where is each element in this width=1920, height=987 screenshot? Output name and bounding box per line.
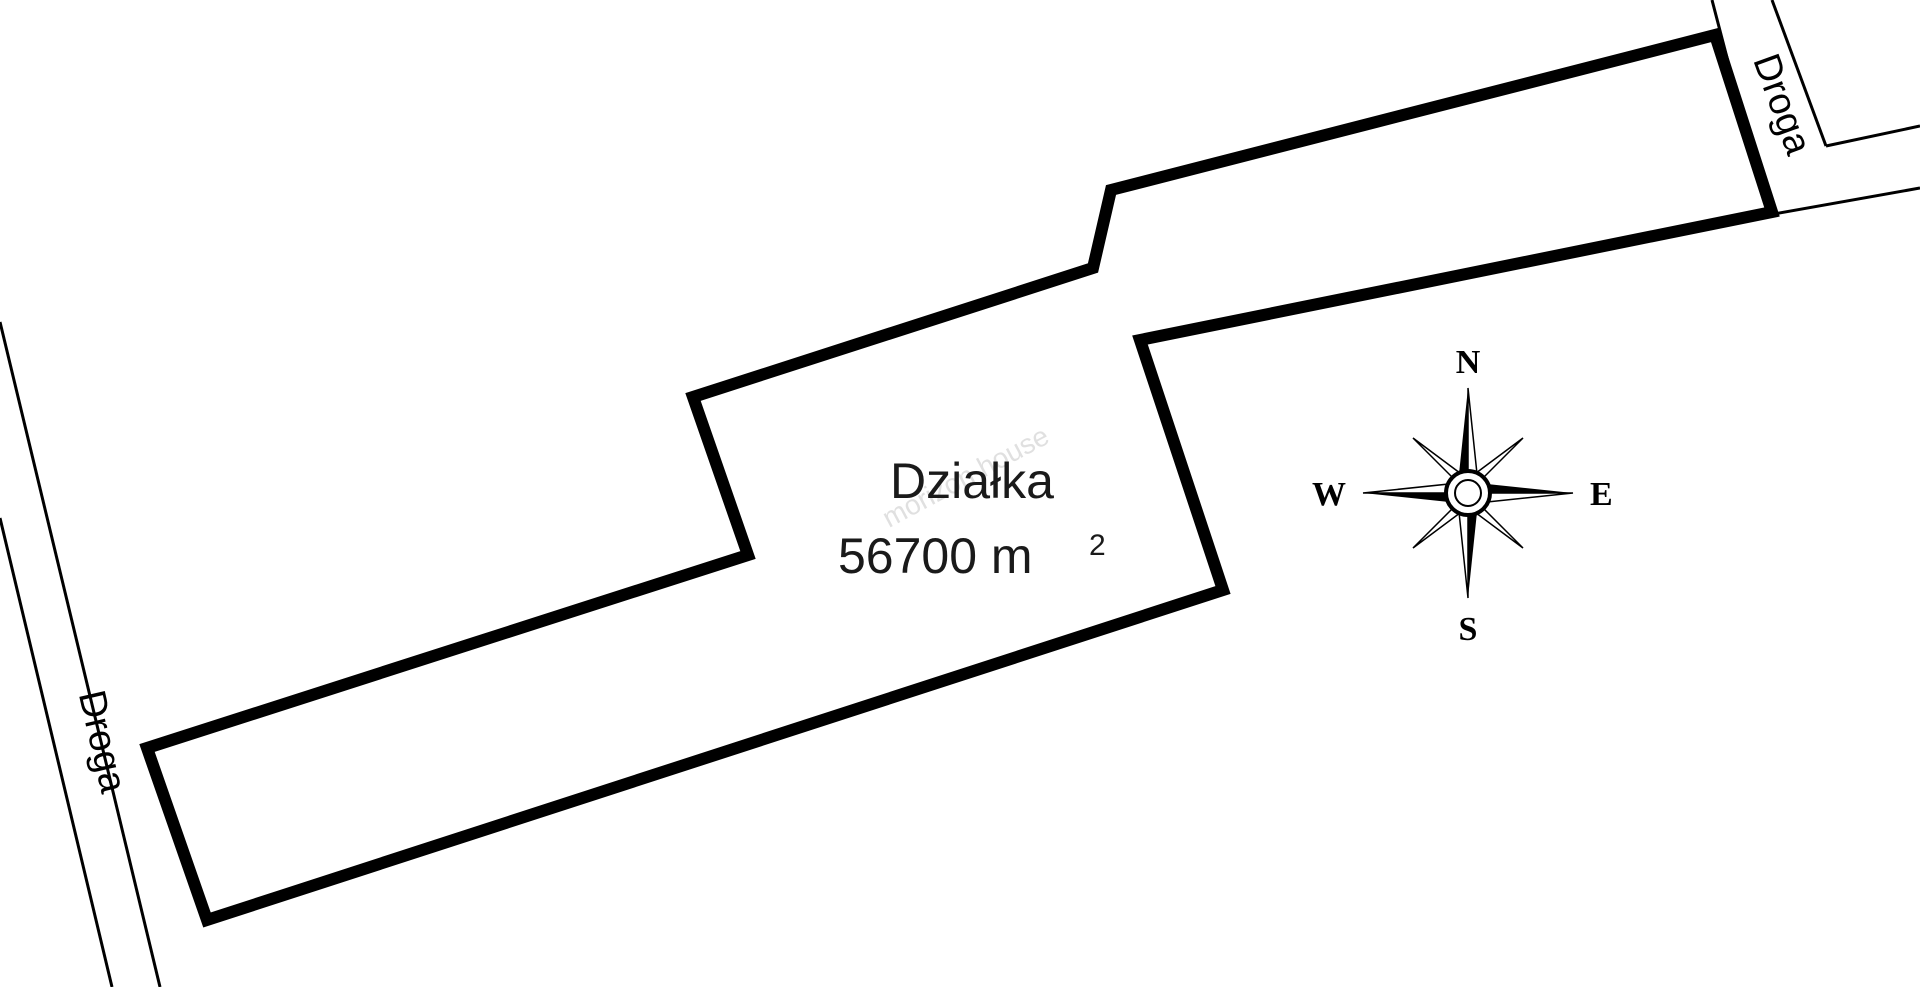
west-road bbox=[0, 321, 162, 987]
parcel-area-superscript: 2 bbox=[1089, 529, 1106, 562]
parcel-name-label: Działka bbox=[890, 453, 1054, 509]
compass-north-label: N bbox=[1456, 344, 1481, 381]
parcel-area-value: 56700 m bbox=[838, 528, 1033, 584]
compass-center-inner bbox=[1454, 479, 1482, 507]
ne-road-top-edge bbox=[1825, 124, 1920, 148]
compass-west-label: W bbox=[1312, 476, 1346, 513]
ne-road-edge-right bbox=[1770, 0, 1828, 147]
parcel-area-label: 56700 m 2 bbox=[838, 528, 1106, 584]
west-road-label: Droga bbox=[70, 686, 134, 797]
west-road-edge-inner bbox=[0, 517, 114, 987]
compass-south-label: S bbox=[1459, 611, 1478, 648]
parcel-outline[interactable] bbox=[139, 27, 1780, 928]
west-road-edge-outer bbox=[0, 321, 162, 987]
ne-road-bottom-edge bbox=[1767, 186, 1920, 217]
compass-rose: N S E W bbox=[1312, 344, 1613, 648]
compass-east-label: E bbox=[1590, 476, 1613, 513]
